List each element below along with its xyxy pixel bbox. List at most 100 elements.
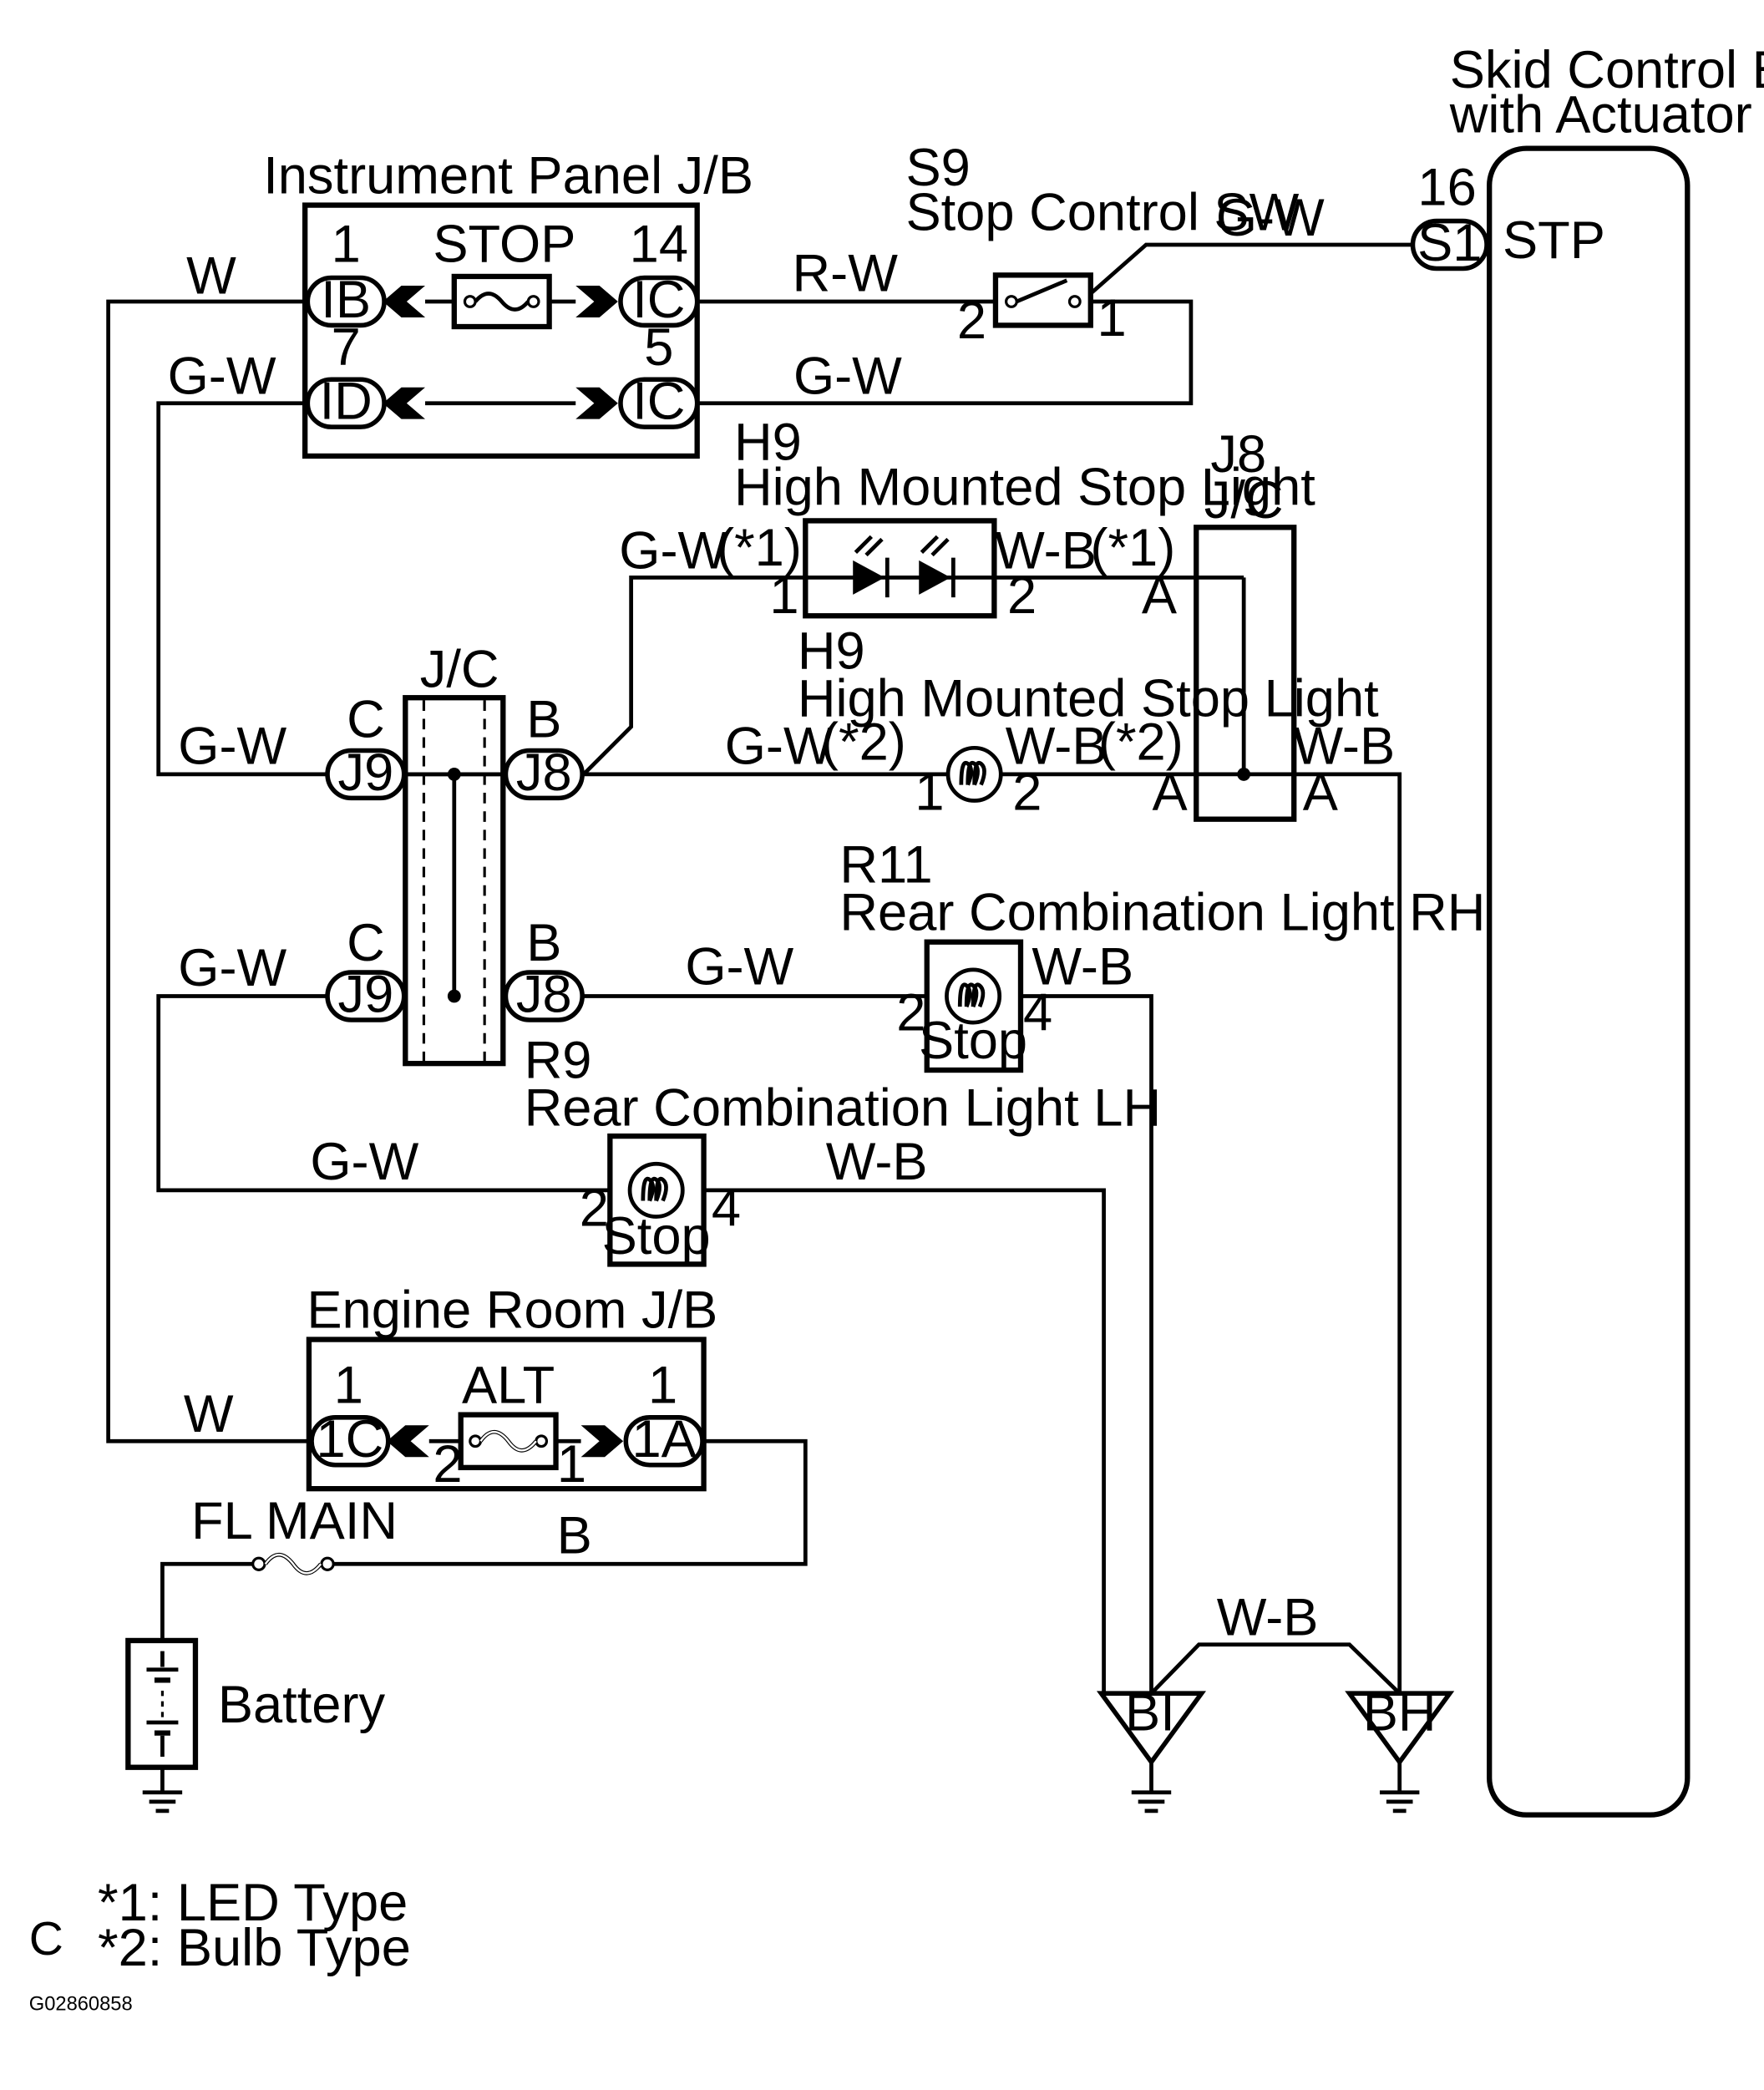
instrument-panel-jb: Instrument Panel J/B STOP xyxy=(263,146,753,459)
wire-gw-j9-bottom: G-W xyxy=(178,939,286,997)
connector-ic-top-label: IC xyxy=(632,271,685,329)
pin-s1: 16 xyxy=(1417,159,1476,217)
connector-s1-label: S1 xyxy=(1417,214,1482,272)
connector-1a-label: 1A xyxy=(631,1410,697,1469)
ground-point-bh xyxy=(1345,1691,1455,1814)
wire-star2-left: (*2) xyxy=(821,713,906,772)
connector-1c-label: 1C xyxy=(317,1410,384,1469)
arrow-out-icon xyxy=(575,286,618,317)
connector-j8-top-label: J8 xyxy=(516,743,572,802)
j8-name: J/C xyxy=(1204,471,1284,530)
wire-gw-j9-top: G-W xyxy=(178,717,286,775)
ecu-label-line1: Skid Control ECU xyxy=(1450,41,1764,99)
wire-rw: R-W xyxy=(793,244,899,302)
h9-bulb-pin-right: 2 xyxy=(1012,763,1042,822)
skid-control-ecu xyxy=(1487,145,1690,1818)
ecu-label-line2: with Actuator xyxy=(1449,86,1752,145)
fl-main-fuse-icon xyxy=(251,1552,335,1575)
wire-wb-r9: W-B xyxy=(826,1133,928,1191)
wire-star1-left: (*1) xyxy=(717,519,802,577)
arrow-out-icon xyxy=(575,387,618,419)
r9-name: Rear Combination Light LH xyxy=(525,1078,1162,1137)
pin-j9-c-bottom: C xyxy=(347,914,385,972)
h9-bulb-name: High Mounted Stop Light xyxy=(798,669,1379,728)
pin-ic-bottom: 5 xyxy=(644,318,673,377)
r9-code: R9 xyxy=(525,1032,592,1090)
note-led-type: *1: LED Type xyxy=(98,1874,408,1932)
j9-junction xyxy=(403,695,506,1067)
junction-dot xyxy=(447,989,461,1003)
r11-name: Rear Combination Light RH xyxy=(839,883,1485,941)
instrument-panel-jb-label: Instrument Panel J/B xyxy=(263,146,753,205)
wire-w-top: W xyxy=(186,247,236,306)
wire-star1-right: (*1) xyxy=(1090,519,1175,577)
wire-wb-j8-right: W-B xyxy=(1293,717,1395,775)
ground-bi-label: BI xyxy=(1125,1683,1175,1742)
pin-j9-c-top: C xyxy=(347,691,385,749)
rear-light-lh-icon xyxy=(607,1133,707,1267)
wire-gw-r9: G-W xyxy=(310,1133,418,1191)
connector-j8-top xyxy=(503,748,585,801)
stop-rh-label: Stop xyxy=(919,1012,1027,1070)
connector-j9-top xyxy=(325,748,407,801)
battery-icon xyxy=(125,1637,199,1770)
ground-point-bi xyxy=(1096,1691,1207,1814)
h9-led-name: High Mounted Stop Light xyxy=(734,458,1315,516)
r11-code: R11 xyxy=(839,836,932,895)
pin-id: 7 xyxy=(332,318,361,377)
arrow-out-icon xyxy=(580,1425,624,1458)
wire-gw-top: G-W xyxy=(168,347,276,406)
engine-room-jb xyxy=(306,1337,707,1492)
pin-j8-b-top: B xyxy=(526,691,561,749)
arrow-in-icon xyxy=(387,1425,429,1458)
stop-fuse-icon xyxy=(451,273,552,330)
ecu-terminal-stp: STP xyxy=(1503,211,1605,270)
alt-pin-right: 1 xyxy=(557,1435,586,1494)
connector-j8-bottom-label: J8 xyxy=(516,965,572,1023)
s9-pin-right: 1 xyxy=(1097,289,1126,347)
alt-pin-left: 2 xyxy=(433,1435,462,1494)
fl-main-label: FL MAIN xyxy=(191,1492,398,1550)
pin-j8-b-bottom: B xyxy=(526,914,561,972)
wire-gw-r11: G-W xyxy=(685,937,793,996)
corner-letter: C xyxy=(29,1912,63,1966)
connector-j9-bottom-label: J9 xyxy=(338,965,394,1023)
pin-ib: 1 xyxy=(332,216,361,274)
connector-ic-bottom-label: IC xyxy=(632,373,685,431)
wire-w-bottom: W xyxy=(184,1385,234,1443)
r9-pin-right: 4 xyxy=(712,1179,741,1238)
h9-led-code: H9 xyxy=(734,413,802,472)
j8-junction xyxy=(1194,525,1297,822)
wire-gw-ic5: G-W xyxy=(793,347,902,406)
wire-star2-right: (*2) xyxy=(1098,713,1184,772)
s9-code: S9 xyxy=(905,139,970,197)
j8-pin-a-top: A xyxy=(1142,566,1178,625)
figure-id: G02860858 xyxy=(29,1994,133,2016)
connector-id-label: ID xyxy=(320,373,373,431)
wire-gw-ecu: G-W xyxy=(1216,189,1325,247)
note-bulb-type: *2: Bulb Type xyxy=(98,1919,411,1977)
j9-name: J/C xyxy=(420,641,499,699)
r9-pin-left: 2 xyxy=(580,1179,609,1238)
connector-1c xyxy=(309,1415,391,1468)
connector-j9-top-label: J9 xyxy=(338,743,394,802)
j8-code: J8 xyxy=(1210,425,1266,484)
pin-1a: 1 xyxy=(648,1356,677,1414)
wire-gw-bulb: G-W xyxy=(725,717,834,775)
wire-wb-ground: W-B xyxy=(1217,1589,1319,1647)
j8-pin-a-mid-left: A xyxy=(1153,763,1189,822)
alt-fuse-icon xyxy=(458,1412,559,1471)
wire-wb-led: W-B xyxy=(995,521,1097,580)
h9-bulb-code: H9 xyxy=(798,621,865,680)
r11-pin-right: 4 xyxy=(1023,984,1052,1042)
pin-ic-top: 14 xyxy=(630,216,688,274)
r11-pin-left: 2 xyxy=(896,984,925,1042)
ground-icon xyxy=(142,1767,183,1814)
alt-fuse-label: ALT xyxy=(462,1356,555,1414)
wire-wb-r11: W-B xyxy=(1032,937,1133,996)
stop-fuse-label: STOP xyxy=(433,216,575,274)
s9-name: Stop Control SW xyxy=(905,184,1299,242)
led-stop-light-icon xyxy=(803,518,997,619)
h9-bulb-pin-left: 1 xyxy=(915,763,944,822)
